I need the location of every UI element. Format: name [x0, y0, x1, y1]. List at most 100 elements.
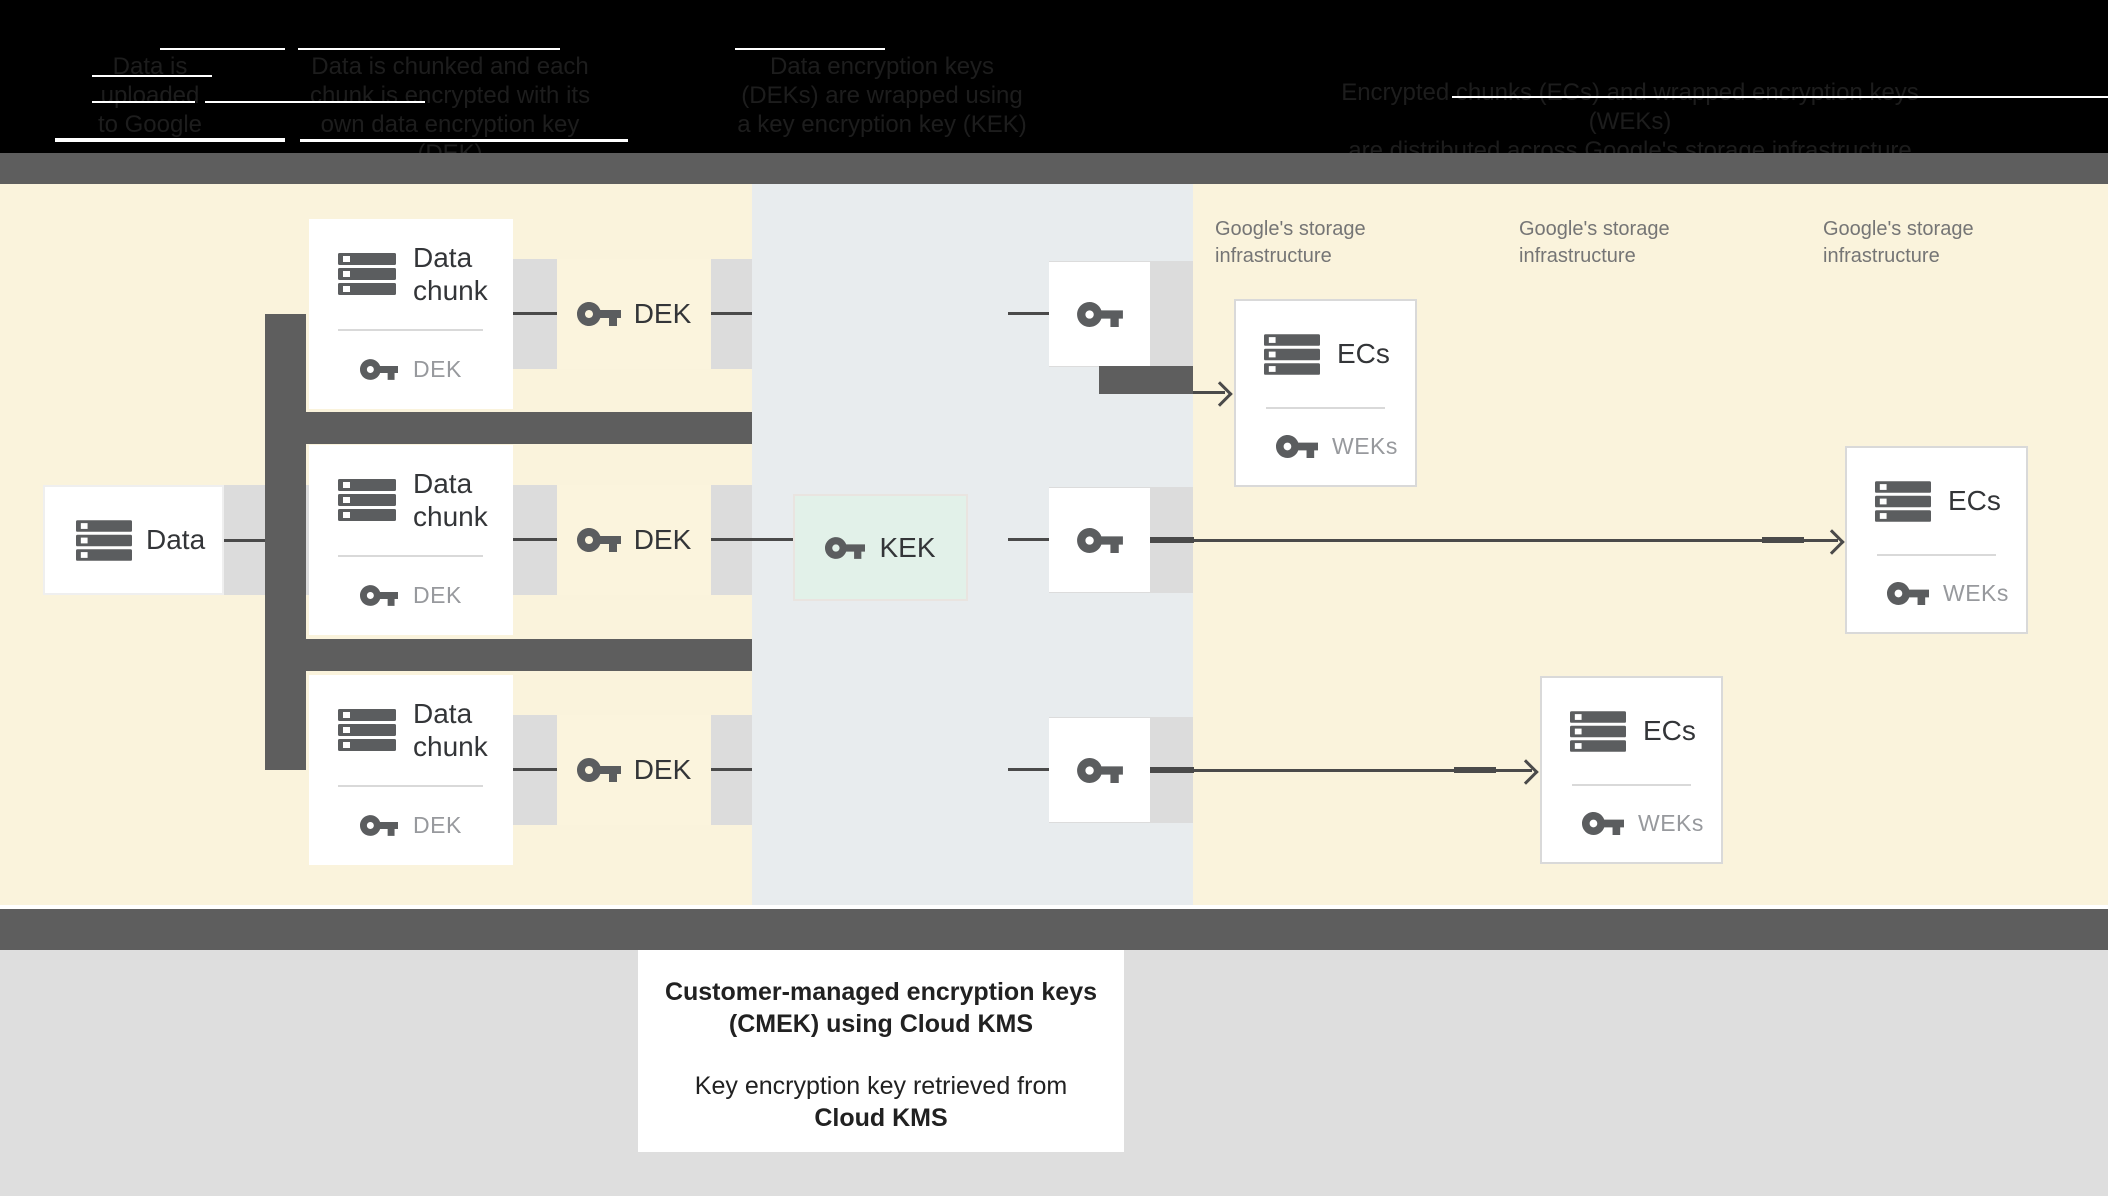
glitch-streak [160, 48, 285, 50]
header-caption-line: chunk is encrypted with its [309, 82, 591, 109]
storage-label-line2: infrastructure [1519, 245, 1636, 267]
storage-label-line2: infrastructure [1823, 245, 1940, 267]
glitch-streak [92, 75, 212, 77]
key-icon [1077, 302, 1123, 327]
caption-title-line1: Customer-managed encryption keys [664, 978, 1098, 1006]
arrow-line-ecs1 [1193, 391, 1225, 394]
key-icon [1887, 582, 1929, 605]
key-icon [360, 585, 398, 606]
data-chunk-box: Data chunk DEK [309, 445, 513, 635]
arrow-line-ecs2 [1150, 539, 1838, 542]
arrow-line-overlap [1150, 537, 1194, 543]
dek-box-label: DEK [633, 298, 692, 329]
key-icon [1582, 812, 1624, 835]
key-icon [1077, 528, 1123, 553]
dek-sublabel: DEK [413, 581, 462, 608]
ecs-box-top: ECs [1236, 301, 1415, 407]
glitch-streak [300, 139, 628, 142]
ecs-box-bottom: WEKs [1542, 786, 1721, 860]
storage-label-line1: Google's storage [1823, 218, 1974, 240]
divider [1877, 554, 1996, 556]
chunk-box-bottom: DEK [309, 331, 513, 407]
separator-bar-top [0, 153, 2108, 184]
wrapped-key-box [1049, 718, 1150, 822]
data-box: Data [43, 485, 224, 595]
wek-connector-bar [1099, 366, 1193, 394]
header-caption-line: Encrypted chunks (ECs) and wrapped encry… [1341, 79, 1919, 135]
ecs-box-bottom: WEKs [1847, 556, 2026, 630]
chunk-box-bottom: DEK [309, 787, 513, 863]
wire-chunk-to-dek [513, 768, 557, 771]
ecs-box-bottom: WEKs [1236, 409, 1415, 483]
header-caption-line: a key encryption key (KEK) [737, 111, 1027, 138]
dek-sublabel: DEK [413, 811, 462, 838]
data-chunk-box: Data chunk DEK [309, 675, 513, 865]
ecs-box-top: ECs [1847, 448, 2026, 554]
wire-chunk-to-dek [513, 312, 557, 315]
key-icon [360, 359, 398, 380]
key-icon [360, 815, 398, 836]
header-caption-line: Data is chunked and each [311, 53, 589, 80]
wire-dek-out [711, 768, 752, 771]
key-icon [577, 302, 621, 326]
key-icon [825, 537, 865, 559]
caption-body-line1: Key encryption key retrieved from [694, 1072, 1068, 1100]
glitch-streak [298, 48, 560, 50]
caption-box: Customer-managed encryption keys (CMEK) … [638, 950, 1124, 1152]
kek-box-label: KEK [879, 531, 936, 563]
wire-into-key [1008, 312, 1049, 315]
caption-title-line2: (CMEK) using Cloud KMS [728, 1010, 1034, 1038]
chunk-box-bottom: DEK [309, 557, 513, 633]
storage-icon [338, 479, 396, 521]
storage-label-line2: infrastructure [1215, 245, 1332, 267]
storage-icon [1264, 334, 1320, 375]
caption-body-line2: Cloud KMS [814, 1104, 948, 1132]
wrapped-key-box [1049, 262, 1150, 366]
storage-infrastructure-label: Google's storage infrastructure [1519, 216, 1670, 270]
arrow-line-overlap [1454, 767, 1496, 773]
glitch-streak [735, 48, 885, 50]
chunk-title-line2: chunk [413, 731, 488, 762]
arrow-line-ecs3 [1150, 769, 1532, 772]
dek-box: DEK [557, 715, 711, 825]
kek-box: KEK [793, 494, 968, 601]
dek-box-label: DEK [633, 524, 692, 555]
divider [338, 555, 483, 557]
header-caption-distribution: Encrypted chunks (ECs) and wrapped encry… [1320, 78, 1940, 165]
chunk-connector-bar [265, 639, 752, 671]
wrapped-key-box [1049, 488, 1150, 592]
chunk-title: Data chunk [413, 241, 488, 307]
dek-sublabel: DEK [413, 355, 462, 382]
storage-icon [76, 520, 132, 561]
header-caption-upload: Data is uploaded to Google [40, 52, 260, 139]
header-caption-line: uploaded [100, 82, 200, 109]
storage-icon [1875, 481, 1931, 522]
key-icon [1276, 435, 1318, 458]
chunk-title: Data chunk [413, 467, 488, 533]
ecs-box: ECs WEKs [1540, 676, 1723, 864]
header-caption-line: Data encryption keys [769, 53, 995, 80]
chunk-box-top: Data chunk [309, 675, 513, 785]
data-chunk-box: Data chunk DEK [309, 219, 513, 409]
key-icon [577, 528, 621, 552]
chunk-connector-bar [265, 412, 752, 444]
storage-infrastructure-label: Google's storage infrastructure [1823, 216, 1974, 270]
arrow-line-overlap [1762, 537, 1804, 543]
caption-body: Key encryption key retrieved from Cloud … [638, 1070, 1124, 1134]
header-caption-chunking: Data is chunked and each chunk is encryp… [290, 52, 610, 168]
storage-label-line1: Google's storage [1519, 218, 1670, 240]
ecs-box-top: ECs [1542, 678, 1721, 784]
divider [1572, 784, 1691, 786]
key-icon [1077, 758, 1123, 783]
key-icon [577, 758, 621, 782]
wire-dek-out [711, 312, 752, 315]
storage-icon [338, 253, 396, 295]
weks-sublabel: WEKs [1638, 809, 1704, 836]
glitch-streak [205, 101, 425, 103]
ecs-title: ECs [1337, 338, 1390, 369]
chunk-split-trunk [265, 314, 306, 770]
storage-icon [1570, 711, 1626, 752]
caption-title: Customer-managed encryption keys (CMEK) … [638, 976, 1124, 1040]
glitch-streak [92, 101, 195, 103]
